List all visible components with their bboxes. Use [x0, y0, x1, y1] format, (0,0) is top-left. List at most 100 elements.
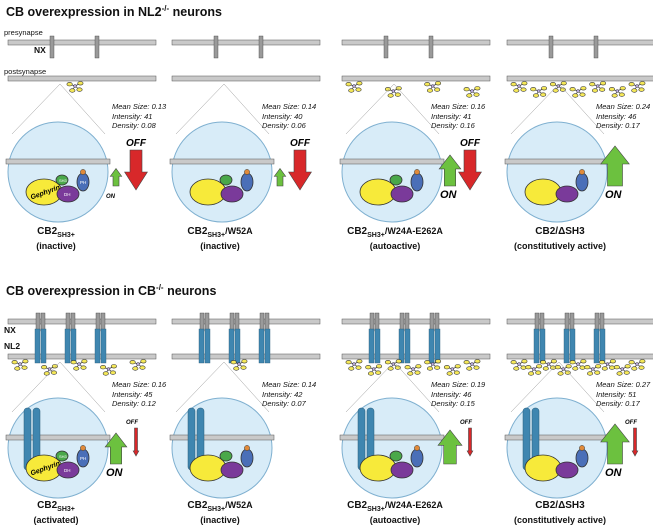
lipid-dot — [414, 445, 420, 451]
neurexin-rod — [569, 312, 575, 332]
zoom-line — [510, 361, 560, 413]
gephyrin-cluster — [345, 359, 363, 371]
neuroligin-rod — [434, 328, 441, 364]
zoom-membrane — [339, 434, 445, 441]
cluster-blob — [595, 364, 602, 369]
cb-complex — [189, 445, 254, 482]
cluster-blob — [559, 87, 566, 92]
cluster-blob — [463, 87, 470, 92]
zoom-circle — [171, 121, 273, 223]
postsynaptic-membrane — [341, 353, 491, 360]
off-arrow — [132, 427, 140, 457]
ph-domain — [575, 172, 589, 192]
cluster-blob — [611, 93, 618, 98]
cluster-blob — [139, 365, 146, 370]
caption-top-2: CB2SH3+/W52A(inactive) — [187, 226, 253, 251]
cb-complex — [359, 445, 424, 482]
off-label: OFF — [625, 420, 637, 426]
gephyrin-cluster — [510, 359, 528, 371]
cluster-blob — [631, 366, 638, 371]
gephyrin-cluster — [569, 86, 587, 98]
cluster-blob — [407, 371, 414, 376]
cluster-blob — [594, 370, 601, 375]
gephyrin-cluster — [66, 81, 84, 93]
cluster-blob — [639, 359, 646, 364]
neuroligin-rod — [563, 328, 570, 364]
cluster-blob — [11, 360, 18, 365]
cluster-blob — [73, 366, 80, 371]
gephyrin-cluster — [345, 81, 363, 93]
lipid-dot — [414, 169, 420, 175]
cluster-blob — [102, 371, 109, 376]
cb-complex — [524, 445, 589, 482]
off-arrow — [466, 427, 474, 457]
cluster-core — [430, 362, 435, 366]
cluster-blob — [463, 360, 470, 365]
dh-label: DH — [64, 192, 71, 197]
cluster-blob — [66, 82, 73, 87]
gephyrin-cluster — [424, 81, 442, 93]
cluster-blob — [601, 366, 608, 371]
cluster-core — [532, 367, 536, 371]
ph-domain — [240, 448, 254, 468]
zoom-circle — [7, 397, 109, 499]
off-arrow — [631, 427, 639, 457]
cluster-blob — [51, 364, 58, 369]
gephyrin-cluster — [70, 359, 88, 371]
cluster-blob — [619, 86, 626, 91]
cluster-blob — [110, 370, 117, 375]
cluster-blob — [623, 370, 630, 375]
presynaptic-membrane — [171, 39, 321, 46]
cluster-blob — [521, 359, 528, 364]
off-label: OFF — [460, 138, 481, 149]
neurexin-rod — [264, 312, 270, 332]
postsynaptic-membrane — [341, 75, 491, 82]
nx-label-top: NX — [34, 45, 46, 55]
zoom-line — [345, 361, 395, 413]
neurexin-rod — [234, 312, 240, 332]
cluster-blob — [580, 359, 587, 364]
neuroligin-rod — [204, 328, 211, 364]
cluster-blob — [21, 365, 28, 370]
cluster-blob — [608, 87, 615, 92]
neurexin-rod — [49, 35, 55, 59]
postsynaptic-membrane — [171, 353, 321, 360]
zoom-line — [558, 83, 605, 135]
neurexin-rod — [70, 312, 76, 332]
cluster-core — [106, 367, 111, 371]
zoom-membrane — [504, 158, 610, 165]
cluster-blob — [387, 93, 394, 98]
cluster-blob — [560, 81, 567, 86]
cluster-blob — [132, 366, 139, 371]
zoom-line — [345, 83, 395, 135]
cluster-blob — [424, 360, 431, 365]
dh-domain — [56, 185, 80, 203]
gephyrin-cluster — [540, 359, 557, 371]
caption-bottom-4: CB2/ΔSH3(constitutively active) — [513, 500, 607, 525]
neuroligin-rod — [264, 328, 271, 364]
gephyrin-cluster — [554, 364, 572, 376]
cluster-blob — [129, 360, 136, 365]
gephyrin-cluster — [11, 359, 29, 371]
dh-domain — [220, 461, 244, 479]
cluster-core — [352, 362, 356, 366]
cluster-blob — [510, 82, 517, 87]
sh3-domain — [389, 174, 403, 186]
cluster-core — [517, 84, 521, 88]
cluster-blob — [638, 87, 645, 92]
cluster-blob — [473, 365, 480, 370]
neuroligin-rod — [599, 328, 606, 364]
caption-bottom-2: CB2SH3+/W52A(inactive) — [187, 500, 253, 525]
gephyrin-cluster — [584, 364, 602, 376]
cluster-blob — [580, 86, 587, 91]
cluster-blob — [356, 359, 363, 364]
neurexin-rod — [65, 312, 71, 332]
ph-domain — [575, 448, 589, 468]
cluster-core — [391, 89, 396, 93]
cluster-blob — [540, 360, 547, 365]
cluster-core — [620, 367, 624, 371]
neuroligin-rod — [70, 328, 77, 364]
cluster-blob — [609, 359, 616, 364]
